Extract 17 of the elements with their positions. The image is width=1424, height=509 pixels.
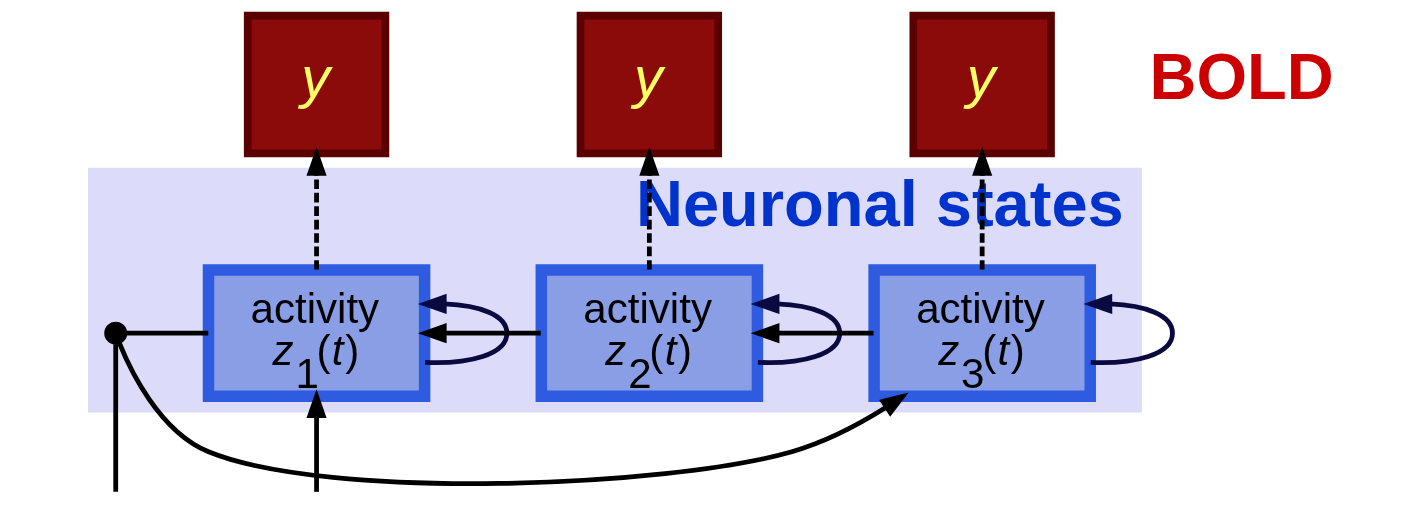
arrow	[117, 342, 909, 486]
arrow	[750, 293, 843, 365]
arrow	[750, 323, 874, 344]
arrow	[639, 147, 660, 270]
arrow	[306, 389, 327, 492]
arrow	[417, 293, 510, 365]
node-box: y	[576, 11, 723, 158]
label: BOLD	[1149, 40, 1334, 114]
arrow	[972, 147, 993, 270]
arrow	[1083, 293, 1175, 365]
connector	[126, 330, 209, 336]
node-circle	[104, 321, 128, 345]
node-box: y	[243, 11, 390, 158]
arrow	[306, 147, 327, 270]
arrow	[417, 323, 541, 344]
connector	[113, 344, 119, 492]
node-box: y	[909, 11, 1055, 158]
